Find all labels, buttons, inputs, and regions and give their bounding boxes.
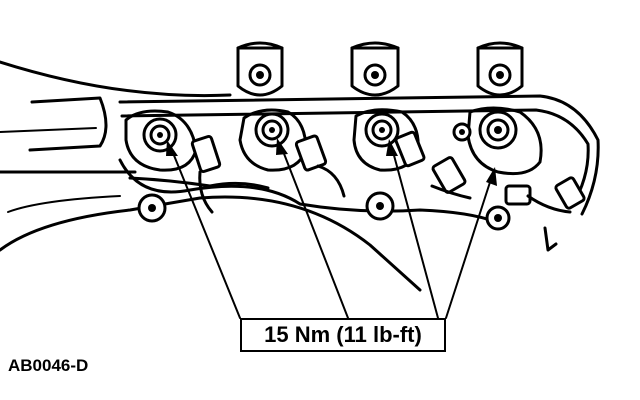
engine-outline	[0, 60, 558, 292]
upper-mounting-brackets	[236, 41, 524, 97]
fuel-injectors	[142, 110, 518, 153]
lower-bolts	[137, 191, 511, 231]
torque-leader-lines	[166, 138, 497, 319]
injector-connectors	[128, 130, 586, 214]
torque-spec-callout: 15 Nm (11 lb-ft)	[240, 318, 446, 352]
injector-openings	[124, 106, 543, 176]
intake-manifold-lower-edge	[118, 158, 498, 224]
fuel-rail	[118, 94, 600, 216]
figure-id-label: AB0046-D	[8, 356, 89, 375]
